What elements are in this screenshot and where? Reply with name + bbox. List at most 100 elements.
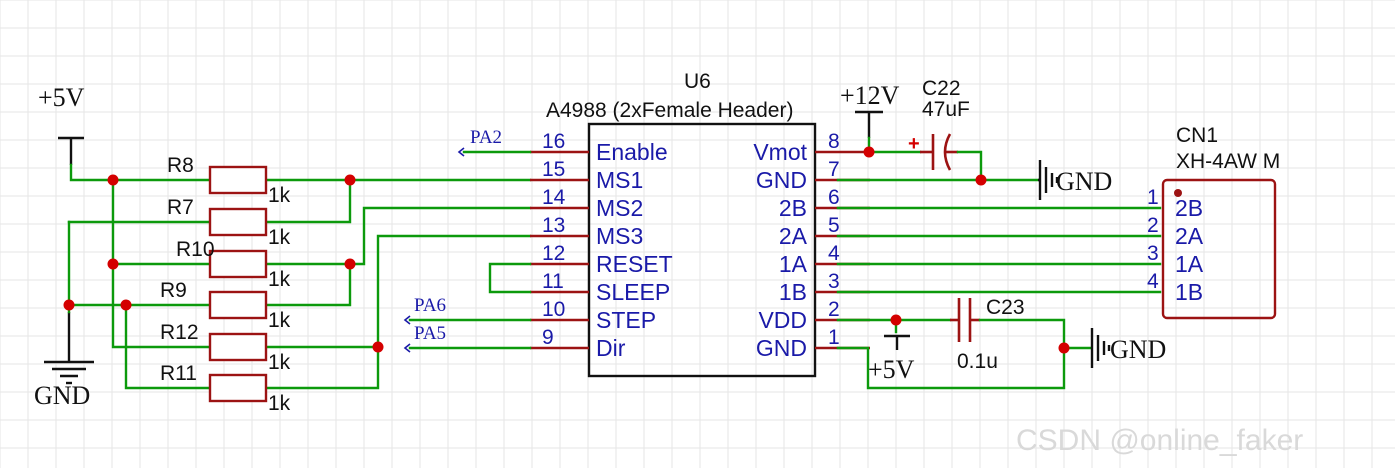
junction-dot: [372, 341, 384, 353]
gnd-c22-symbol: GND: [1038, 160, 1112, 200]
pin-number: 10: [542, 298, 565, 321]
pin-name: 2A: [779, 223, 808, 249]
pin-name: GND: [756, 335, 807, 361]
pin-number: 12: [542, 242, 565, 265]
pin-number: 2: [828, 298, 840, 321]
svg-text:PA5: PA5: [414, 323, 446, 344]
c22-designator: C22: [922, 77, 961, 100]
plus12v-label: +12V: [840, 81, 900, 110]
junction-dot: [107, 258, 119, 270]
resistor-r12: R12 1k: [160, 321, 291, 374]
resistor-designator: R9: [160, 279, 187, 302]
plus5v-vdd-symbol: +5V: [868, 318, 915, 384]
pin-number: 3: [1147, 242, 1159, 265]
pin-name: 1A: [1175, 251, 1204, 277]
pin-number: 9: [542, 326, 554, 349]
pin-name: VDD: [758, 307, 807, 333]
resistor-value: 1k: [268, 268, 291, 291]
resistor-designator: R7: [167, 196, 194, 219]
pin-number: 3: [828, 270, 840, 293]
cn1-part-name: XH-4AW M: [1176, 150, 1280, 173]
cn1-pin-3: 3 1A: [1147, 242, 1204, 277]
pin-name: 1B: [1175, 279, 1203, 305]
u6-pin-10: 10 STEP: [530, 298, 656, 333]
resistor-value: 1k: [268, 184, 291, 207]
c22-value: 47uF: [922, 98, 970, 121]
junction-dot: [890, 314, 902, 326]
pin-number: 7: [828, 158, 840, 181]
pin-name: MS3: [596, 223, 643, 249]
resistor-r11: R11 1k: [160, 362, 291, 415]
resistor-r7: R7 1k: [167, 196, 291, 249]
u6-part-name: A4988 (2xFemale Header): [546, 99, 793, 122]
pin-name: SLEEP: [596, 279, 670, 305]
plus5v-left-label: +5V: [38, 83, 85, 112]
u6-chip: U6 A4988 (2xFemale Header) 16 Enable 15 MS1…: [530, 70, 870, 378]
svg-text:PA2: PA2: [470, 127, 502, 148]
gnd-c23-symbol: GND: [1090, 328, 1166, 368]
pin-name: 2B: [1175, 195, 1203, 221]
resistor-value: 1k: [268, 392, 291, 415]
pin-name: Dir: [596, 335, 626, 361]
u6-pin-12: 12 RESET: [530, 242, 673, 277]
left-rail-wires: [67, 163, 212, 390]
plus5v-left-symbol: +5V: [38, 83, 85, 165]
gnd-c22-label: GND: [1056, 167, 1112, 196]
resistor-r10: R10 1k: [176, 238, 291, 291]
u6-pin-9: 9 Dir: [530, 326, 626, 361]
junction-dots: [63, 146, 1070, 354]
pin-name: RESET: [596, 251, 673, 277]
pin-number: 11: [542, 270, 564, 293]
pin-name: STEP: [596, 307, 656, 333]
resistor-value: 1k: [268, 309, 291, 332]
u6-pin-11: 11 SLEEP: [530, 270, 670, 305]
c23-value: 0.1u: [957, 350, 998, 373]
resistor-designator: R12: [160, 321, 199, 344]
c23-designator: C23: [986, 296, 1025, 319]
pin-number: 1: [1147, 186, 1159, 209]
resistor-designator: R11: [160, 362, 197, 385]
resistor-r9: R9 1k: [160, 279, 291, 332]
pin-number: 16: [542, 130, 565, 153]
plus5v-vdd-label: +5V: [868, 355, 915, 384]
junction-dot: [344, 258, 356, 270]
junction-dot: [344, 174, 356, 186]
pin-name: Enable: [596, 139, 668, 165]
ms-wires: [264, 178, 532, 390]
cn1-pin-1: 1 2B: [1147, 186, 1203, 221]
pin-number: 5: [828, 214, 840, 237]
c22-polarity: +: [908, 133, 920, 155]
junction-dot: [975, 174, 987, 186]
net-label-pa5: PA5: [403, 323, 532, 353]
pin-name: GND: [756, 167, 807, 193]
pin-number: 4: [1147, 270, 1159, 293]
junction-dot: [863, 146, 875, 158]
u6-pin-15: 15 MS1: [530, 158, 643, 193]
junction-dot: [1058, 342, 1070, 354]
pin-name: Vmot: [753, 139, 807, 165]
resistor-designator: R10: [176, 238, 215, 261]
pin-number: 15: [542, 158, 565, 181]
gnd-left-label: GND: [34, 381, 90, 410]
plus12v-symbol: +12V: [840, 81, 900, 154]
junction-dot: [107, 174, 119, 186]
pin-name: 1A: [779, 251, 808, 277]
u6-designator: U6: [684, 70, 711, 93]
motor-wires: [836, 206, 1162, 294]
c23-capacitor: C23 0.1u: [836, 296, 1066, 390]
resistor-value: 1k: [268, 226, 291, 249]
resistor-value: 1k: [268, 351, 291, 374]
pin-number: 2: [1147, 214, 1159, 237]
pin-name: MS1: [596, 167, 643, 193]
net-label-pa2: PA2: [457, 127, 532, 157]
